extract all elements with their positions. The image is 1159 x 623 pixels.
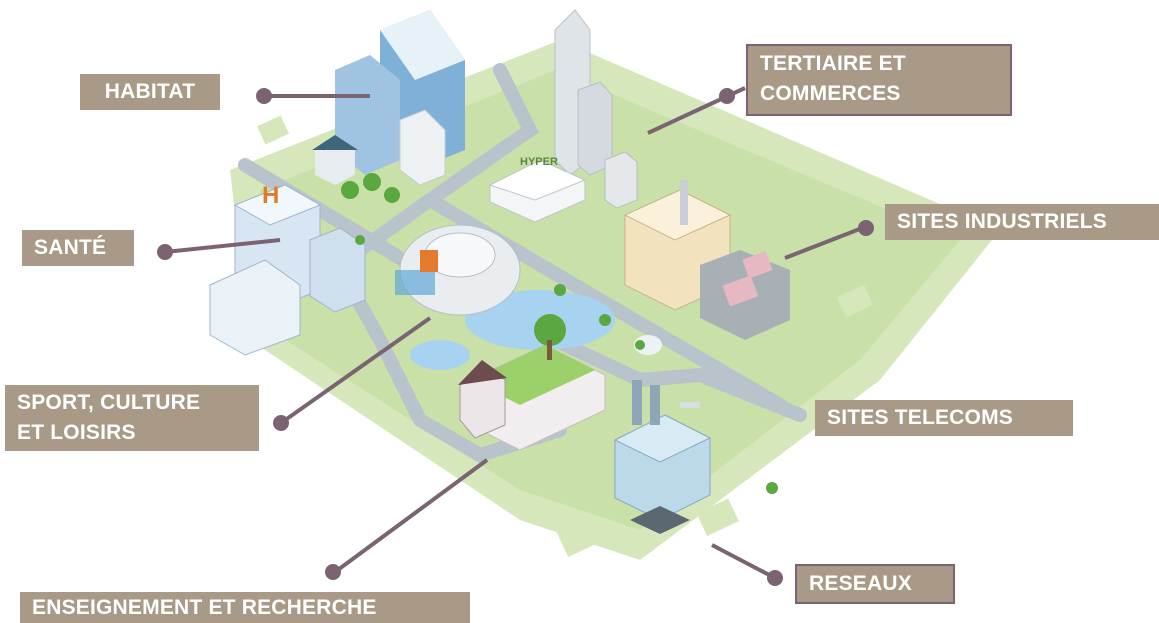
label-tertiaire-line2: COMMERCES [760, 82, 901, 105]
label-sport-line2: ET LOISIRS [17, 421, 136, 444]
housing-buildings [312, 10, 465, 203]
label-sites-industriels: SITES INDUSTRIELS [885, 204, 1159, 240]
label-enseignement-text: ENSEIGNEMENT ET RECHERCHE [32, 596, 377, 619]
label-sport-culture-loisirs: SPORT, CULTURE ET LOISIRS [5, 385, 259, 451]
label-reseaux-text: RESEAUX [809, 572, 912, 595]
label-reseaux: RESEAUX [797, 566, 953, 602]
label-sante-text: SANTÉ [34, 236, 107, 259]
stadium [395, 224, 521, 316]
school [458, 314, 606, 451]
hospital-sign: H [262, 182, 279, 209]
label-habitat-text: HABITAT [104, 80, 196, 103]
label-sport-line1: SPORT, CULTURE [17, 391, 201, 414]
leader-lines [157, 86, 874, 586]
label-enseignement-recherche: ENSEIGNEMENT ET RECHERCHE [20, 592, 470, 623]
power-plant [613, 335, 712, 534]
label-habitat: HABITAT [80, 74, 220, 110]
label-sante: SANTÉ [22, 230, 134, 266]
label-sites-telecoms: SITES TELECOMS [815, 400, 1073, 436]
label-sites-telecoms-text: SITES TELECOMS [827, 406, 1013, 429]
label-sites-industriels-text: SITES INDUSTRIELS [897, 210, 1107, 233]
label-tertiaire-commerces: TERTIAIRE ET COMMERCES [748, 46, 1010, 114]
factory [623, 180, 790, 340]
label-tertiaire-line1: TERTIAIRE ET [760, 52, 906, 75]
hospital: H [209, 182, 366, 356]
office-towers: HYPER [488, 9, 638, 223]
trees [355, 235, 778, 494]
hyper-sign: HYPER [520, 156, 558, 168]
